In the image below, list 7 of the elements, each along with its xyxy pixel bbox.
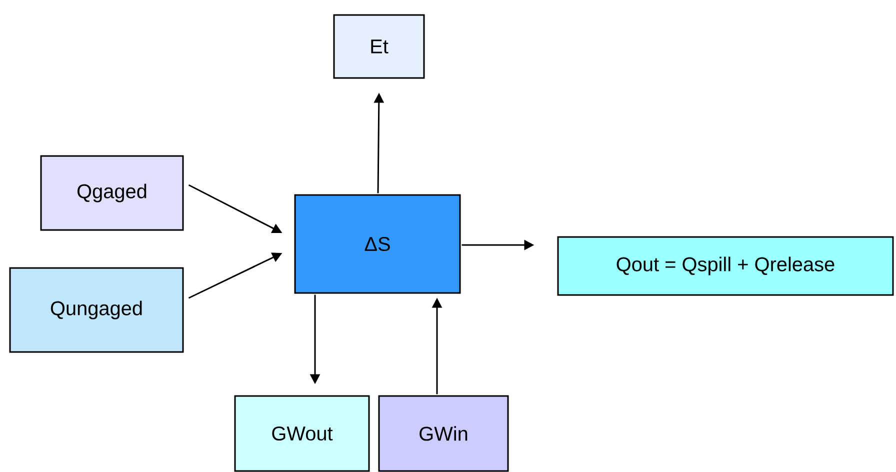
flow-box: Et: [333, 14, 425, 79]
flow-box: GWout: [234, 395, 370, 472]
storage-box: ΔS: [294, 194, 461, 294]
flow-box: Qout = Qspill + Qrelease: [557, 236, 894, 296]
flow-box: Qungaged: [9, 267, 184, 353]
flow-box: GWin: [378, 395, 509, 472]
flow-box: Qgaged: [40, 155, 184, 231]
